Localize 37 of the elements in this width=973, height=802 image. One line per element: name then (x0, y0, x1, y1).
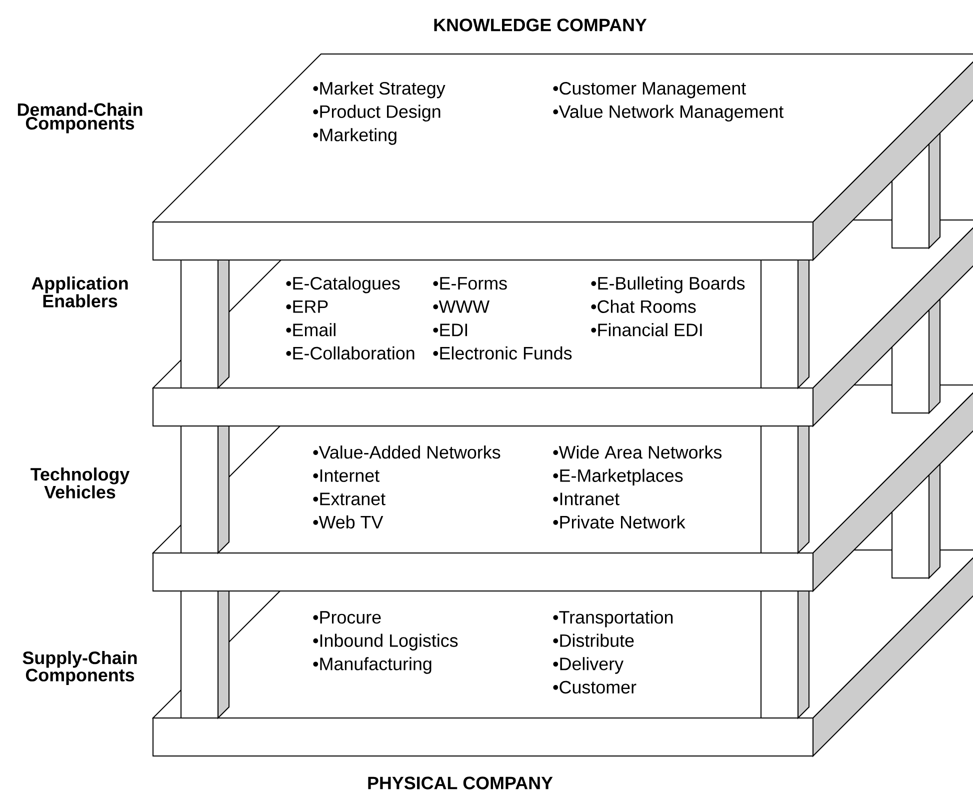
list-item: •Distribute (553, 634, 634, 647)
list-item: •Procure (313, 611, 381, 624)
list-item: •Wide Area Networks (553, 446, 722, 459)
layer-label: Supply-Chain Components (22, 651, 137, 685)
list-item: •Transportation (553, 610, 673, 628)
list-item: •Value Network Management (553, 104, 784, 122)
list-item: •Extranet (313, 492, 386, 506)
list-item: •Customer (553, 680, 636, 694)
list-item: •Financial EDI (591, 323, 702, 336)
list-item: •Electronic Funds (433, 346, 572, 360)
list-item: •Inbound Logistics (313, 634, 458, 651)
list-item: •E-Marketplaces (553, 468, 683, 486)
list-item: •Intranet (553, 492, 620, 506)
list-item: •E-Forms (433, 277, 507, 290)
list-item: •Product Design (313, 104, 440, 122)
list-item: •E-Catalogues (286, 276, 400, 294)
list-item: •Email (286, 323, 336, 336)
list-item: •WWW (433, 300, 490, 313)
list-item: •Manufacturing (313, 657, 432, 674)
list-item: •Internet (313, 469, 380, 482)
list-item: •Delivery (553, 657, 624, 674)
list-item: •E-Bulleting Boards (591, 276, 745, 294)
caption: PHYSICAL COMPANY (368, 776, 553, 790)
list-item: •EDI (433, 324, 468, 336)
list-item: •Market Strategy (313, 82, 446, 98)
list-item: •Customer Management (553, 82, 746, 98)
layer-label: Application Enablers (32, 276, 128, 308)
title: KNOWLEDGE COMPANY (434, 18, 647, 32)
list-item: •Marketing (313, 128, 396, 145)
list-item: •Web TV (313, 515, 384, 529)
layer-label: Technology Vehicles (30, 468, 130, 498)
layer-label: Demand-Chain Components (18, 102, 142, 134)
list-item: •Private Network (553, 515, 686, 529)
list-item: •E-Collaboration (286, 346, 414, 360)
list-item: •ERP (286, 300, 328, 313)
list-item: •Chat Rooms (591, 300, 696, 313)
list-item: •Value-Added Networks (313, 446, 500, 459)
